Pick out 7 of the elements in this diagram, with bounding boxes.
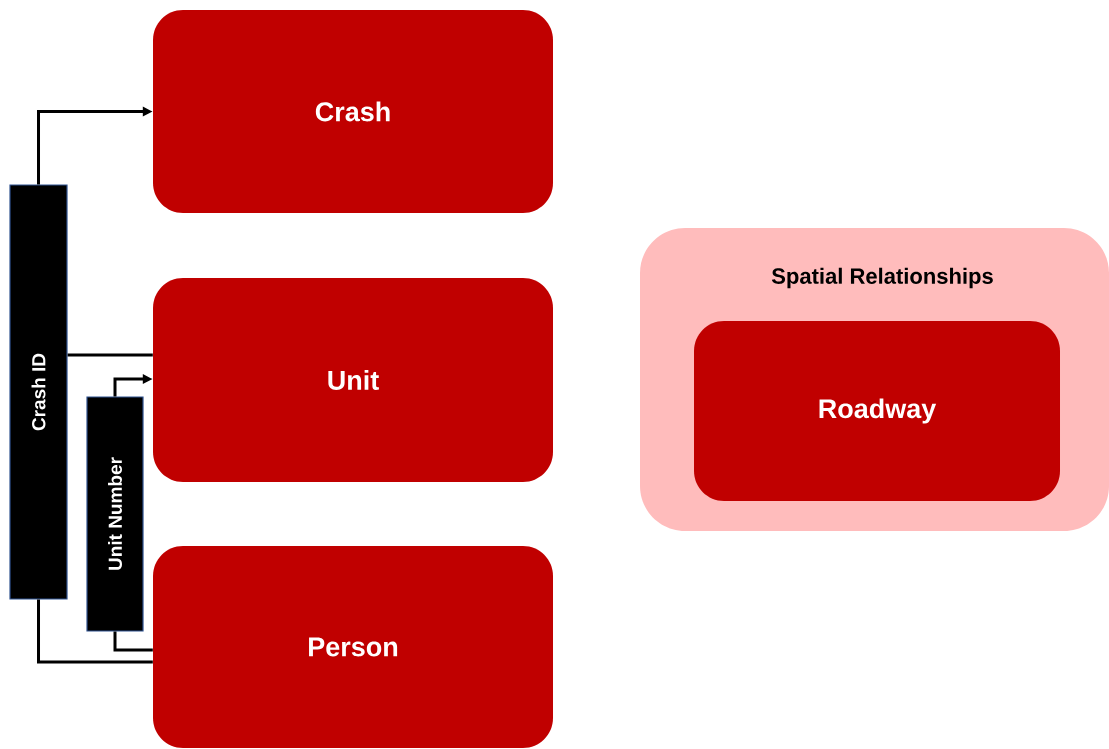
entity-box: Roadway bbox=[694, 321, 1060, 501]
entity-box: Crash bbox=[153, 10, 553, 213]
entity-box: Person bbox=[153, 546, 553, 748]
key-bar: Crash ID bbox=[9, 184, 68, 600]
connector-arrow bbox=[113, 631, 153, 652]
key-bar: Unit Number bbox=[86, 396, 144, 632]
entity-box: Unit bbox=[153, 278, 553, 482]
